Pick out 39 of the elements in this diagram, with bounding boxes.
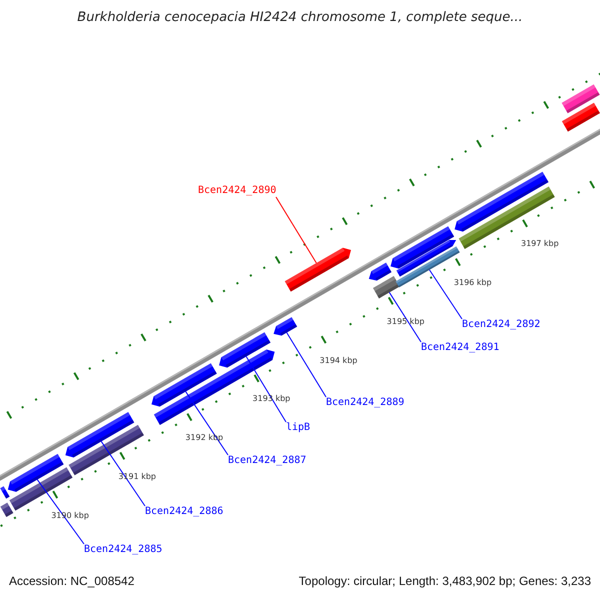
gene-block [65, 412, 134, 458]
accession-text: Accession: NC_008542 [9, 573, 134, 589]
map-title: Burkholderia cenocepacia HI2424 chromosome 1, complete seque... [77, 9, 523, 27]
gene-label: Bcen2424_2889 [326, 397, 404, 409]
tick-label: 3195 kbp [386, 316, 424, 327]
gene-label: Bcen2424_2892 [462, 319, 540, 331]
gene-label: Bcen2424_2886 [145, 506, 224, 518]
gene-block [152, 363, 217, 407]
tick-label: 3196 kbp [454, 278, 492, 288]
gene-label: Bcen2424_2890 [198, 185, 276, 197]
gene-block [368, 262, 392, 281]
gene-block [390, 226, 454, 269]
gene-bar [0, 502, 14, 518]
tick-label: 3197 kbp [521, 239, 559, 250]
gene-block [454, 172, 549, 232]
gene-label: lipB [286, 422, 310, 434]
tick-label: 3194 kbp [320, 356, 358, 366]
gene-block [396, 240, 456, 277]
gene-bar [9, 467, 73, 511]
leader-line [428, 269, 462, 320]
leader-line [100, 440, 146, 506]
genome-summary: Topology: circular; Length: 3,483,902 bp; Genes: 3,233 [298, 573, 591, 589]
leader-line [286, 332, 326, 398]
gene-bar [373, 276, 400, 298]
leader-line [388, 292, 422, 342]
gene-bar [0, 486, 10, 499]
leader-line [246, 356, 286, 422]
gene-label: Bcen2424_2885 [84, 544, 162, 556]
gene-label: Bcen2424_2887 [228, 455, 306, 467]
gene-label: Bcen2424_2891 [421, 342, 500, 354]
gene-block [219, 332, 271, 368]
gene-block [8, 454, 64, 492]
gene-block [274, 317, 298, 336]
tick-label: 3193 kbp [252, 394, 290, 404]
leader-line [185, 391, 228, 456]
leader-line [276, 196, 317, 264]
gene-block [284, 248, 351, 292]
gene-bar [562, 84, 600, 114]
gene-bar [562, 102, 600, 132]
